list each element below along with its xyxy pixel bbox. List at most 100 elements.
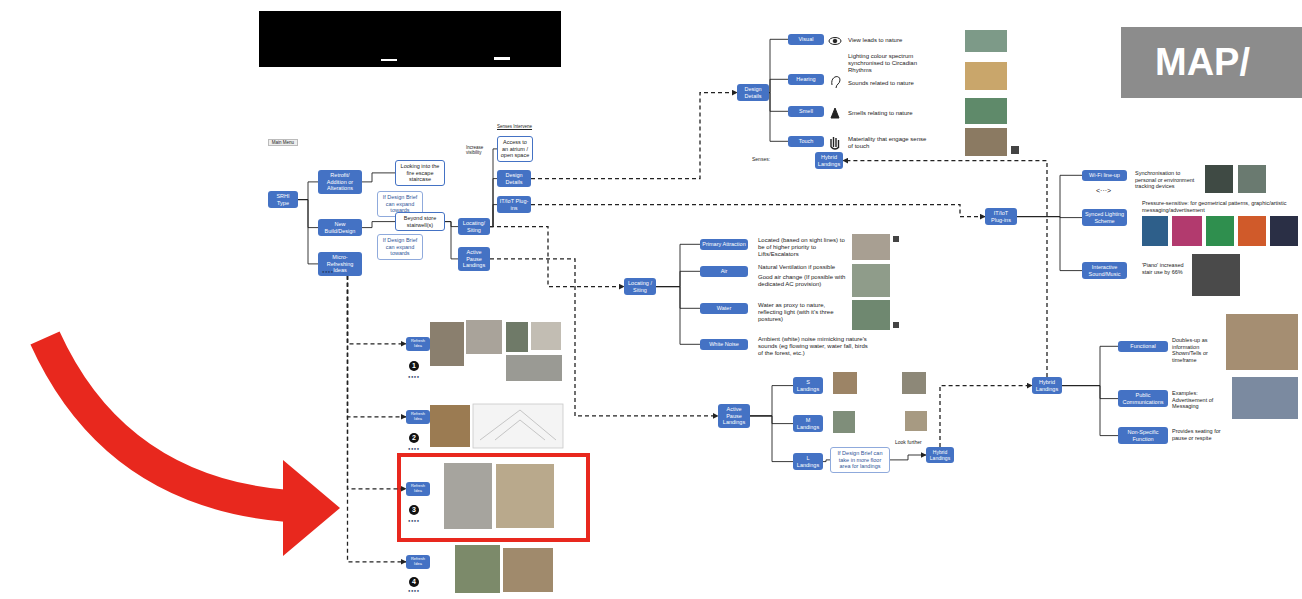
process-box: Design Details — [737, 84, 769, 101]
note-box: If Design Brief can expand towards — [377, 234, 423, 260]
sense-icons — [829, 38, 841, 150]
process-box: Non-Specific Function — [1118, 427, 1168, 444]
process-box: SRHI Type — [268, 191, 298, 208]
redaction-bar — [259, 11, 561, 67]
tree-connector — [1017, 217, 1082, 271]
tree-connector — [1017, 175, 1082, 216]
node-text: White Noise — [702, 341, 746, 348]
node-text: M Landings — [795, 417, 821, 430]
process-box: Refresh Idea — [406, 410, 430, 424]
rating-dots: ●●●● — [408, 589, 430, 594]
qr-mark — [1011, 146, 1019, 154]
pointer-arrow-head — [283, 460, 340, 556]
note-box: If Design Brief can take in more floor a… — [830, 447, 890, 473]
node-text: Wi-Fi line-up — [1084, 172, 1125, 179]
dashed-connector — [843, 161, 1047, 377]
note-text: Main Menu — [268, 139, 298, 146]
photo — [430, 322, 464, 366]
rating-dots: ●●●● — [408, 375, 430, 380]
process-box: Refresh Idea — [406, 482, 430, 496]
process-box: Hybrid Landings — [815, 152, 843, 169]
photo — [902, 372, 926, 394]
note-text: Increase visibility — [466, 145, 488, 156]
tree-connector — [1062, 346, 1118, 385]
node-text: Smell — [790, 108, 822, 115]
tree-connector — [656, 271, 700, 286]
process-box: Active Pause Landings — [718, 404, 750, 428]
note-text: Senses: — [752, 156, 772, 162]
node-text: S Landings — [795, 379, 821, 392]
node-text: Water — [702, 305, 746, 312]
photo — [1172, 216, 1202, 246]
photo-set — [430, 30, 1298, 593]
photo — [833, 372, 857, 394]
process-box: Retrofit/ Addition or Alterations — [318, 170, 362, 194]
note-text: Look further — [895, 439, 924, 445]
photo — [455, 545, 500, 593]
photo — [965, 30, 1007, 52]
tree-connector — [362, 173, 395, 182]
process-box: S Landings — [793, 377, 823, 394]
note-text: Good air change (If possible with dedica… — [758, 274, 848, 288]
dashed-connector — [531, 93, 737, 179]
tree-connector — [445, 222, 458, 259]
note-text: 'Piano' increased stair use by 66% — [1142, 262, 1188, 275]
note-text: View leads to nature — [848, 37, 930, 44]
node-text: Visual — [790, 36, 822, 43]
process-box: Wi-Fi line-up — [1082, 170, 1127, 181]
node-text: Functional — [1120, 343, 1166, 350]
process-box: Visual — [788, 34, 824, 45]
process-box: Public Communications — [1118, 390, 1168, 407]
process-box: Active Pause Landings — [458, 247, 490, 271]
photo — [1238, 216, 1266, 246]
note-text: Examples: Advertisement of Messaging — [1172, 390, 1228, 410]
node-text: If Design Brief can take in more floor a… — [833, 450, 887, 470]
process-box: IT/IoT Plug-ins — [985, 208, 1017, 225]
dashed-connector — [531, 205, 985, 217]
note-text: Pressure-sensitive: for geometrical patt… — [1142, 200, 1294, 213]
node-text: Locating/ Siting — [460, 220, 488, 233]
dashed-connector — [940, 386, 1032, 447]
tree-connector — [769, 93, 788, 112]
process-box: Hybrid Landings — [926, 447, 954, 463]
photo — [905, 411, 927, 431]
pointer-arrow — [45, 338, 288, 506]
photo — [852, 264, 890, 297]
tree-connector — [750, 416, 793, 462]
note-text: Ambient (white) noise mimicking nature's… — [758, 336, 870, 358]
photo — [506, 322, 528, 352]
tree-connector — [769, 39, 788, 92]
rating-dots: ●●●● — [408, 447, 430, 452]
tree-connector — [298, 200, 318, 264]
process-box: Synced Lighting Scheme — [1082, 209, 1127, 226]
photo — [503, 548, 553, 592]
node-text: Hearing — [790, 76, 822, 83]
eye-icon — [829, 38, 841, 45]
node-text: Synced Lighting Scheme — [1084, 211, 1125, 224]
note-text: Located (based on sight lines) to be of … — [758, 237, 848, 259]
tree-connector — [362, 222, 395, 228]
dashed-connector — [490, 227, 624, 287]
dashed-connector — [348, 276, 407, 344]
process-box: Smell — [788, 106, 824, 117]
note-text: Water as proxy to nature, reflecting lig… — [758, 302, 848, 324]
photo — [852, 234, 890, 260]
process-box: White Noise — [700, 339, 748, 350]
process-box: Locating / Siting — [624, 278, 656, 295]
note-text: Smells relating to nature — [848, 110, 930, 117]
note-text: Synchronisation to personal or environme… — [1135, 170, 1201, 190]
process-box: Primary Attraction — [700, 239, 748, 250]
note-box: Access to an atrium / open space — [497, 136, 533, 162]
process-box: New Build/Design — [318, 219, 362, 236]
node-text: Retrofit/ Addition or Alterations — [320, 172, 360, 192]
tree-connector — [823, 460, 830, 462]
note-text: Sounds related to nature — [848, 80, 930, 87]
node-text: Refresh Idea — [408, 412, 428, 422]
node-text: MAP/ — [1155, 27, 1302, 98]
sketch — [473, 404, 563, 448]
ear-icon — [832, 77, 840, 88]
photo — [430, 405, 470, 447]
process-box: Refresh Idea — [406, 555, 430, 569]
callout-number: 3 — [409, 505, 419, 515]
photo — [1226, 314, 1298, 370]
